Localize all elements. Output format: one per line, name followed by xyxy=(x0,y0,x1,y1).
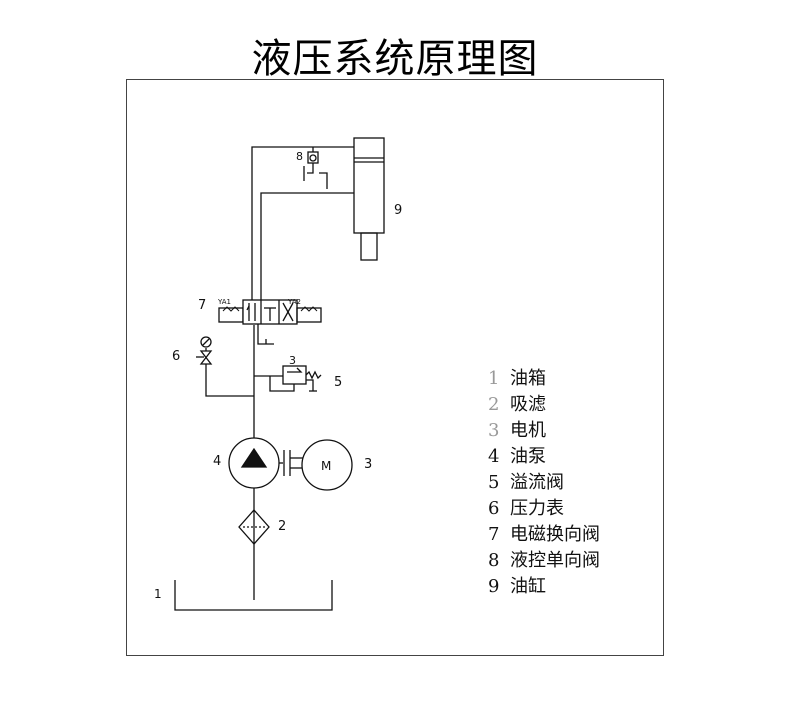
legend-item: 6 压力表 xyxy=(488,496,600,522)
pressure-gauge xyxy=(196,336,254,397)
page-title: 液压系统原理图 xyxy=(251,36,539,82)
pilot-check-valve xyxy=(303,147,328,189)
legend-number: 9 xyxy=(488,576,500,597)
legend-label: 油缸 xyxy=(510,576,546,597)
suction-filter xyxy=(238,509,270,545)
motor-symbol: M xyxy=(321,459,331,473)
legend-label: 电磁换向阀 xyxy=(510,524,600,545)
hydraulic-cylinder xyxy=(353,137,385,261)
coupling xyxy=(279,450,303,476)
label-9: 9 xyxy=(394,203,402,218)
legend-item: 4 油泵 xyxy=(488,444,600,470)
line-b xyxy=(260,192,354,300)
legend-number: 5 xyxy=(488,472,500,493)
line-a xyxy=(251,146,354,300)
legend-label: 油泵 xyxy=(510,446,546,467)
legend-item: 2 吸滤 xyxy=(488,392,600,418)
pump xyxy=(228,437,280,489)
diagram-frame xyxy=(126,79,664,656)
relief-valve xyxy=(254,365,322,392)
relief-mark: 3 xyxy=(289,354,296,367)
label-8: 8 xyxy=(296,150,303,163)
legend-item: 7 电磁换向阀 xyxy=(488,522,600,548)
motor xyxy=(301,439,353,491)
ya2-label: YA2 xyxy=(287,298,301,306)
legend-label: 吸滤 xyxy=(510,394,546,415)
solenoid-directional-valve xyxy=(218,299,322,345)
legend-number: 3 xyxy=(488,420,500,441)
component-legend: 1 油箱 2 吸滤 3 电机 4 油泵 5 溢流阀 6 压力表 7 电磁换向阀 8 液控单向阀 9 油缸 xyxy=(488,366,600,600)
label-3: 3 xyxy=(364,457,372,472)
legend-number: 4 xyxy=(488,446,500,467)
ya1-label: YA1 xyxy=(217,298,231,306)
tank xyxy=(174,580,333,611)
legend-label: 液控单向阀 xyxy=(510,550,600,571)
legend-number: 1 xyxy=(488,368,500,389)
legend-label: 电机 xyxy=(510,420,546,441)
label-7: 7 xyxy=(198,298,206,313)
legend-number: 7 xyxy=(488,524,500,545)
legend-number: 8 xyxy=(488,550,500,571)
legend-item: 8 液控单向阀 xyxy=(488,548,600,574)
legend-number: 2 xyxy=(488,394,500,415)
label-6: 6 xyxy=(172,349,180,364)
label-1: 1 xyxy=(154,587,162,601)
legend-number: 6 xyxy=(488,498,500,519)
label-5: 5 xyxy=(334,375,342,390)
legend-item: 5 溢流阀 xyxy=(488,470,600,496)
legend-item: 1 油箱 xyxy=(488,366,600,392)
legend-item: 3 电机 xyxy=(488,418,600,444)
legend-label: 油箱 xyxy=(510,368,546,389)
legend-label: 溢流阀 xyxy=(510,472,564,493)
legend-item: 9 油缸 xyxy=(488,574,600,600)
label-4: 4 xyxy=(213,454,221,469)
label-2: 2 xyxy=(278,519,286,534)
legend-label: 压力表 xyxy=(510,498,564,519)
